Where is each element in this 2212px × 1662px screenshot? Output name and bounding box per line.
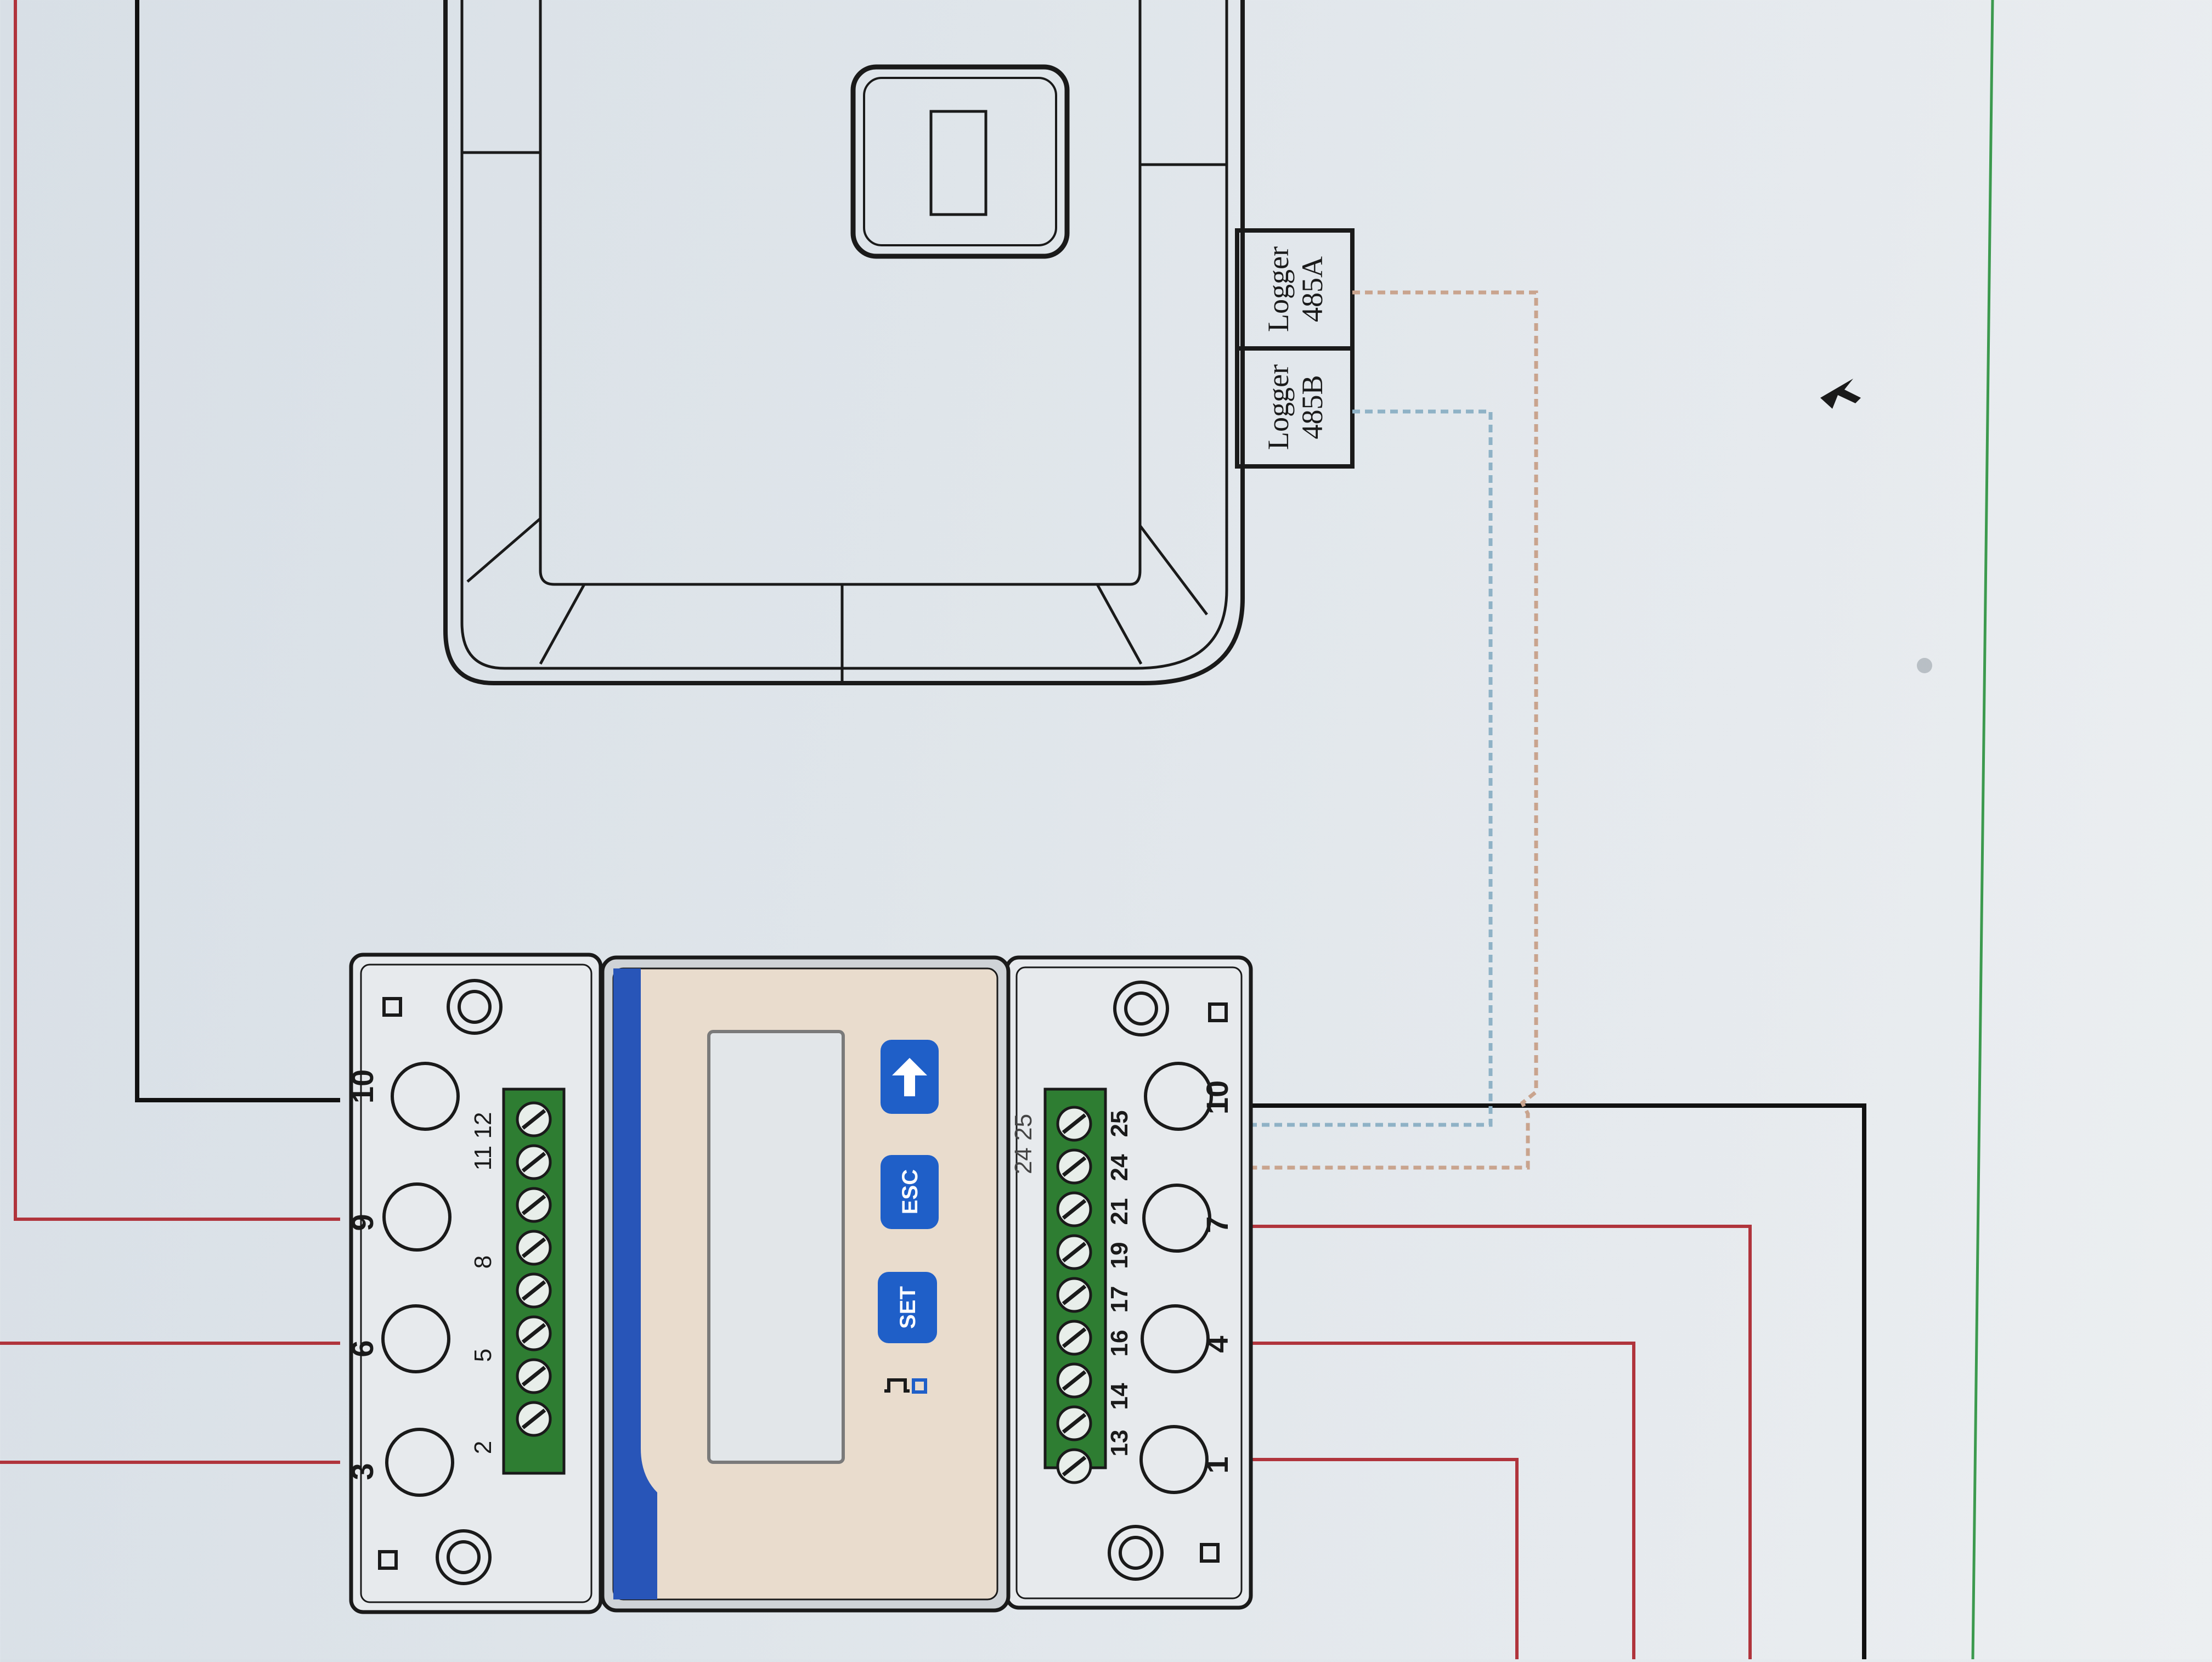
neutral-wires [135,0,1866,1659]
left-terminal-9: 9 [345,1214,380,1231]
left-strip-label-11-12: 11 12 [470,1112,496,1171]
left-strip-screw-slot [521,1280,546,1301]
logger-485a-line1: Logger [1262,246,1295,332]
page-border-line [1971,0,1994,1660]
right-terminal-4: 4 [1200,1336,1234,1353]
logger-485a-line2: 485A [1296,256,1329,322]
mouse-cursor-icon [1820,379,1861,409]
meter-button-set[interactable]: SET [878,1272,937,1343]
meter-button-up[interactable] [881,1040,939,1114]
left-strip-screw-slot [521,1152,546,1173]
right-strip-screw-slot [1062,1156,1087,1177]
inverter-outline [443,0,1245,685]
screen-smudge [1917,658,1932,673]
wire-l2-out [1232,1342,1635,1659]
rs485-a-wire [1075,290,1538,1170]
esc-button-label: ESC [898,1169,922,1214]
up-arrow-icon [892,1058,927,1096]
right-strip-screw-slot [1062,1199,1087,1220]
rs485-wires [1075,290,1538,1170]
right-strip-label-17: 17 [1106,1286,1133,1313]
left-strip-screw-slot [521,1237,546,1258]
right-strip-screw-slot [1062,1327,1087,1348]
meter-lcd-window [707,1030,845,1464]
left-strip-screw-slot [521,1409,546,1429]
wire-l3-out [1232,1458,1519,1659]
phase-wires [0,0,1752,1659]
meter-blue-stripe [613,968,657,1599]
right-strip-label-14: 14 [1106,1383,1133,1410]
right-strip-label-25: 25 [1106,1111,1133,1137]
logger-485b-line1: Logger [1262,364,1295,450]
right-terminal-10: 10 [1200,1080,1234,1114]
right-terminal-7: 7 [1200,1216,1234,1233]
right-strip-label-13: 13 [1106,1430,1133,1457]
right-strip-label-24: 24 [1106,1154,1133,1181]
logger-port-485b: Logger 485B [1235,346,1355,469]
wire-neutral-in [135,0,340,1102]
meter-button-esc[interactable]: ESC [881,1155,939,1229]
left-terminal-3: 3 [345,1463,380,1480]
right-strip-label-19: 19 [1106,1242,1133,1269]
right-strip-label-21: 21 [1106,1198,1133,1225]
left-strip-label-2: 2 [470,1441,496,1454]
wire-l1-in [14,0,340,1221]
left-terminal-6: 6 [345,1340,380,1357]
right-strip-screw-slot [1062,1113,1087,1134]
pulse-led-indicator [884,1378,927,1394]
terminal-screws [516,1101,1092,1484]
right-strip-label-24-25: 24 25 [1010,1114,1037,1174]
right-strip-screw-slot [1062,1456,1087,1477]
left-strip-label-5: 5 [470,1349,496,1362]
wire-neutral-out [1232,1103,1866,1659]
right-strip-screw-slot [1062,1413,1087,1434]
right-strip-screw-slot [1062,1370,1087,1391]
left-strip-label-8: 8 [470,1255,496,1269]
left-strip-screw-slot [521,1195,546,1215]
left-strip-screw-slot [521,1323,546,1344]
logger-port-485a: Logger 485A [1235,228,1355,351]
right-strip-screw-slot [1062,1242,1087,1263]
set-button-label: SET [896,1286,920,1329]
left-strip-screw-slot [521,1366,546,1387]
left-terminal-10: 10 [345,1069,380,1103]
right-terminal-1: 1 [1200,1456,1234,1473]
left-strip-screw-slot [521,1109,546,1130]
rs485-b-wire [1075,409,1493,1127]
right-strip-label-16: 16 [1106,1330,1133,1357]
logger-485b-line2: 485B [1296,375,1329,439]
wire-l1-out [1232,1225,1752,1659]
right-strip-screw-slot [1062,1284,1087,1305]
energy-meter: 10 9 6 3 10 7 4 1 11 12 8 5 2 24 25 25 2… [345,953,1253,1614]
